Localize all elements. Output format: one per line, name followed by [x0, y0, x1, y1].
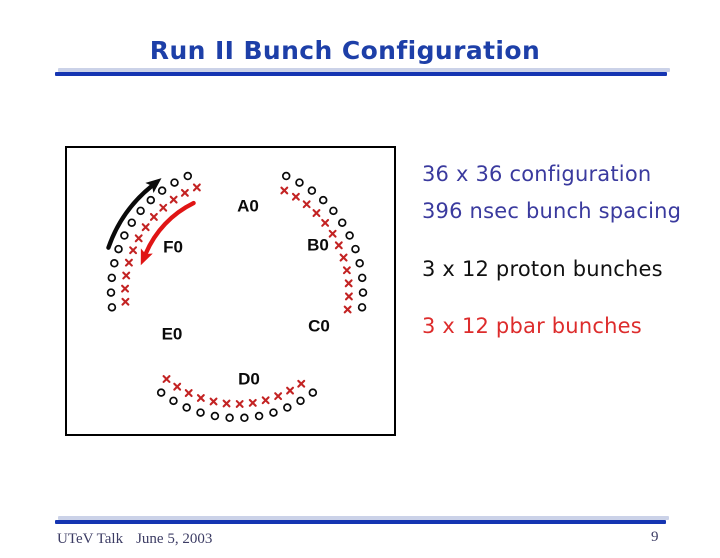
proton-bunch-marker	[120, 231, 129, 240]
pbar-bunch-marker	[343, 305, 352, 314]
proton-bunch-marker	[355, 259, 364, 268]
slide-title: Run II Bunch Configuration	[149, 36, 541, 65]
proton-bunch-marker	[240, 413, 249, 423]
proton-bunch-marker	[183, 171, 193, 181]
ring-label-e0: E0	[162, 325, 183, 344]
proton-bunch-marker	[156, 388, 166, 397]
pbar-bunch-marker	[339, 253, 348, 262]
proton-bunch-marker	[114, 244, 123, 254]
pbar-bunch-marker	[312, 209, 321, 218]
pbar-bunch-marker	[334, 241, 343, 250]
pbar-bunch-marker	[196, 394, 205, 402]
proton-bunch-marker	[127, 218, 137, 227]
footer-rule	[55, 520, 666, 524]
proton-bunch-marker	[357, 303, 367, 312]
pbar-bunch-marker	[134, 234, 143, 243]
pbar-bunch-marker	[192, 183, 201, 192]
proton-bunch-marker	[269, 408, 278, 417]
pbar-bunch-marker	[280, 186, 289, 195]
pbar-bunch-marker	[209, 397, 218, 406]
pbar-bunch-marker	[159, 203, 168, 212]
pbar-bunch-marker	[328, 229, 337, 238]
ring-label-f0: F0	[163, 238, 183, 257]
pbar-bunch-marker	[162, 375, 171, 383]
proton-bunch-marker	[225, 413, 234, 423]
ring-label-c0: C0	[308, 317, 330, 336]
pbar-bunch-marker	[248, 398, 257, 407]
footer-talk-label: UTeV Talk	[57, 531, 124, 547]
proton-bunch-marker	[196, 408, 205, 417]
proton-bunch-marker	[307, 186, 317, 195]
ring-label-a0: A0	[237, 197, 259, 216]
ring-label-b0: B0	[307, 236, 329, 255]
proton-bunch-marker	[170, 178, 179, 187]
proton-bunch-marker	[345, 231, 354, 240]
proton-bunch-marker	[329, 206, 338, 216]
proton-bunch-marker	[358, 288, 368, 297]
pbar-bunch-marker	[184, 389, 193, 397]
proton-bunch-marker	[318, 195, 328, 205]
proton-bunch-marker	[136, 206, 145, 216]
pbar-bunch-marker	[291, 192, 300, 201]
proton-bunch-marker	[107, 303, 117, 312]
proton-bunch-marker	[210, 411, 220, 421]
page-number: 9	[651, 529, 659, 545]
proton-bunch-marker	[308, 388, 318, 397]
proton-bunch-marker	[337, 218, 347, 227]
proton-direction-arrow	[106, 178, 162, 250]
pbar-bunch-marker	[321, 218, 330, 227]
pbar-bunch-marker	[261, 396, 270, 405]
pbar-bunch-marker	[173, 382, 182, 391]
proton-bunch-marker	[281, 171, 291, 181]
pbar-bunch-marker	[169, 195, 178, 204]
pbar-bunch-marker	[121, 284, 129, 293]
ring-label-d0: D0	[238, 370, 260, 389]
proton-bunch-marker	[169, 396, 178, 406]
bullet-bunch-spacing: 396 nsec bunch spacing	[422, 199, 682, 223]
pbar-bunch-marker	[235, 400, 244, 408]
pbar-bunch-marker	[297, 379, 306, 388]
bullet-proton-bunches: 3 x 12 proton bunches	[422, 257, 663, 281]
pbar-bunch-marker	[129, 246, 138, 255]
proton-bunch-marker	[182, 403, 191, 412]
pbar-bunch-marker	[274, 392, 283, 401]
pbar-bunch-marker	[122, 271, 131, 280]
proton-bunch-marker	[146, 195, 156, 205]
bullet-pbar-bunches: 3 x 12 pbar bunches	[422, 314, 642, 338]
pbar-bunch-marker	[180, 188, 189, 197]
proton-bunch-marker	[351, 244, 360, 254]
footer: UTeV Talk June 5, 2003	[57, 531, 212, 548]
proton-bunch-marker	[296, 396, 305, 406]
bullet-configuration: 36 x 36 configuration	[422, 162, 652, 186]
proton-bunch-marker	[106, 288, 116, 297]
title-rule	[55, 72, 667, 76]
pbar-bunch-marker	[302, 200, 311, 209]
pbar-bunch-marker	[342, 266, 351, 275]
pbar-bunch-marker	[124, 258, 133, 267]
proton-bunch-marker	[107, 273, 117, 283]
pbar-bunch-marker	[344, 279, 353, 288]
pbar-direction-arrow	[140, 200, 196, 266]
pbar-bunch-marker	[141, 223, 150, 232]
proton-bunch-marker	[357, 273, 367, 283]
pbar-bunch-marker	[344, 292, 353, 301]
proton-bunch-marker	[283, 403, 292, 412]
proton-bunch-marker	[157, 186, 167, 195]
pbar-bunch-marker	[121, 297, 130, 306]
proton-bunch-marker	[110, 259, 119, 268]
footer-date: June 5, 2003	[136, 531, 213, 547]
proton-bunch-marker	[254, 411, 264, 421]
pbar-bunch-marker	[222, 399, 231, 408]
pbar-bunch-marker	[286, 386, 294, 395]
pbar-bunch-marker	[149, 212, 158, 221]
proton-bunch-marker	[295, 178, 304, 187]
